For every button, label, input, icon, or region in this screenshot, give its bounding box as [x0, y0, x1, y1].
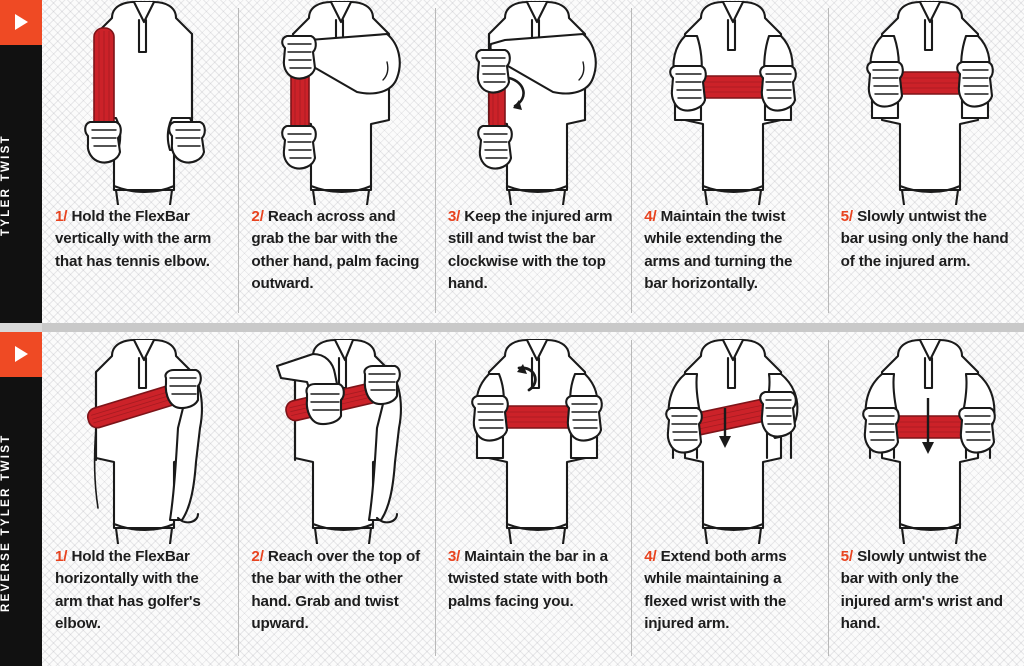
- step-text: Extend both arms while maintaining a fle…: [644, 548, 787, 632]
- step-panel-2-2: 2/ Reach over the top of the bar with th…: [238, 332, 434, 666]
- section-reverse-tyler-twist: 1/ Hold the FlexBar horizontally with th…: [42, 332, 1024, 666]
- step-caption-2-2: 2/ Reach over the top of the bar with th…: [251, 546, 422, 635]
- step-panel-2-3: 3/ Maintain the bar in a twisted state w…: [434, 332, 631, 666]
- step-panels-row-2: 1/ Hold the FlexBar horizontally with th…: [42, 332, 1024, 666]
- rail-label-section-2: REVERSE TYLER TWIST: [0, 433, 12, 613]
- play-badge-section-2[interactable]: [0, 332, 42, 377]
- illustration-bar-vertical: [42, 0, 238, 205]
- step-text: Hold the FlexBar vertically with the arm…: [55, 208, 212, 270]
- illustration-bar-diagonal: [42, 332, 238, 544]
- illustration-bar-level-untwist: [828, 332, 1024, 544]
- illustration-reach-over-bar: [238, 332, 434, 544]
- step-panel-2-4: 4/ Extend both arms while maintaining a …: [631, 332, 827, 666]
- step-caption-2-1: 1/ Hold the FlexBar horizontally with th…: [55, 546, 226, 635]
- step-panels-row-1: 1/ Hold the FlexBar vertically with the …: [42, 0, 1024, 323]
- play-triangle-icon: [15, 14, 28, 30]
- step-text: Keep the injured arm still and twist the…: [447, 208, 613, 292]
- step-panel-1-1: 1/ Hold the FlexBar vertically with the …: [42, 0, 238, 323]
- row-divider: [42, 323, 1024, 332]
- step-number: 2/: [251, 548, 264, 565]
- step-number: 5/: [840, 208, 854, 225]
- step-panel-2-1: 1/ Hold the FlexBar horizontally with th…: [42, 332, 238, 666]
- illustration-bar-twisted-palms: [435, 332, 631, 544]
- step-text: Reach over the top of the bar with the o…: [251, 548, 420, 632]
- step-text: Maintain the twist while extending the a…: [644, 208, 793, 292]
- illustration-twist-clockwise: [435, 0, 631, 205]
- step-caption-1-1: 1/ Hold the FlexBar vertically with the …: [55, 206, 226, 273]
- step-panel-1-2: 2/ Reach across and grab the bar with th…: [238, 0, 434, 323]
- play-triangle-icon: [15, 346, 28, 362]
- step-number: 4/: [644, 548, 657, 565]
- step-text: Hold the FlexBar horizontally with the a…: [55, 548, 201, 632]
- step-panel-2-5: 5/ Slowly untwist the bar with only the …: [827, 332, 1024, 666]
- step-number: 4/: [644, 208, 657, 225]
- step-caption-1-3: 3/ Keep the injured arm still and twist …: [448, 206, 619, 295]
- step-caption-2-3: 3/ Maintain the bar in a twisted state w…: [448, 546, 619, 613]
- section-rail: TYLER TWIST REVERSE TYLER TWIST: [0, 0, 42, 666]
- step-text: Slowly untwist the bar using only the ha…: [840, 208, 1009, 270]
- play-badge-section-1[interactable]: [0, 0, 42, 45]
- illustration-bar-horizontal: [631, 0, 827, 205]
- step-text: Reach across and grab the bar with the o…: [251, 208, 420, 292]
- step-panel-1-5: 5/ Slowly untwist the bar using only the…: [827, 0, 1024, 323]
- step-caption-2-5: 5/ Slowly untwist the bar with only the …: [841, 546, 1012, 635]
- step-number: 2/: [251, 208, 264, 225]
- step-caption-1-2: 2/ Reach across and grab the bar with th…: [251, 206, 422, 295]
- illustration-untwist-bar: [828, 0, 1024, 205]
- step-panel-1-3: 3/ Keep the injured arm still and twist …: [434, 0, 631, 323]
- step-caption-1-4: 4/ Maintain the twist while extending th…: [644, 206, 815, 295]
- step-text: Maintain the bar in a twisted state with…: [447, 548, 609, 610]
- rail-section-reverse-tyler-twist: [0, 332, 42, 666]
- step-number: 3/: [447, 548, 461, 565]
- step-number: 1/: [55, 208, 68, 225]
- step-panel-1-4: 4/ Maintain the twist while extending th…: [631, 0, 827, 323]
- step-caption-2-4: 4/ Extend both arms while maintaining a …: [644, 546, 815, 635]
- step-caption-1-5: 5/ Slowly untwist the bar using only the…: [841, 206, 1012, 273]
- illustration-reach-across: [238, 0, 434, 205]
- step-text: Slowly untwist the bar with only the inj…: [840, 548, 1003, 632]
- rail-section-tyler-twist: [0, 0, 42, 323]
- section-tyler-twist: 1/ Hold the FlexBar vertically with the …: [42, 0, 1024, 323]
- step-number: 1/: [55, 548, 68, 565]
- step-number: 3/: [447, 208, 461, 225]
- illustration-extend-arms-angled: [631, 332, 827, 544]
- rail-label-section-1: TYLER TWIST: [0, 134, 12, 236]
- step-number: 5/: [840, 548, 854, 565]
